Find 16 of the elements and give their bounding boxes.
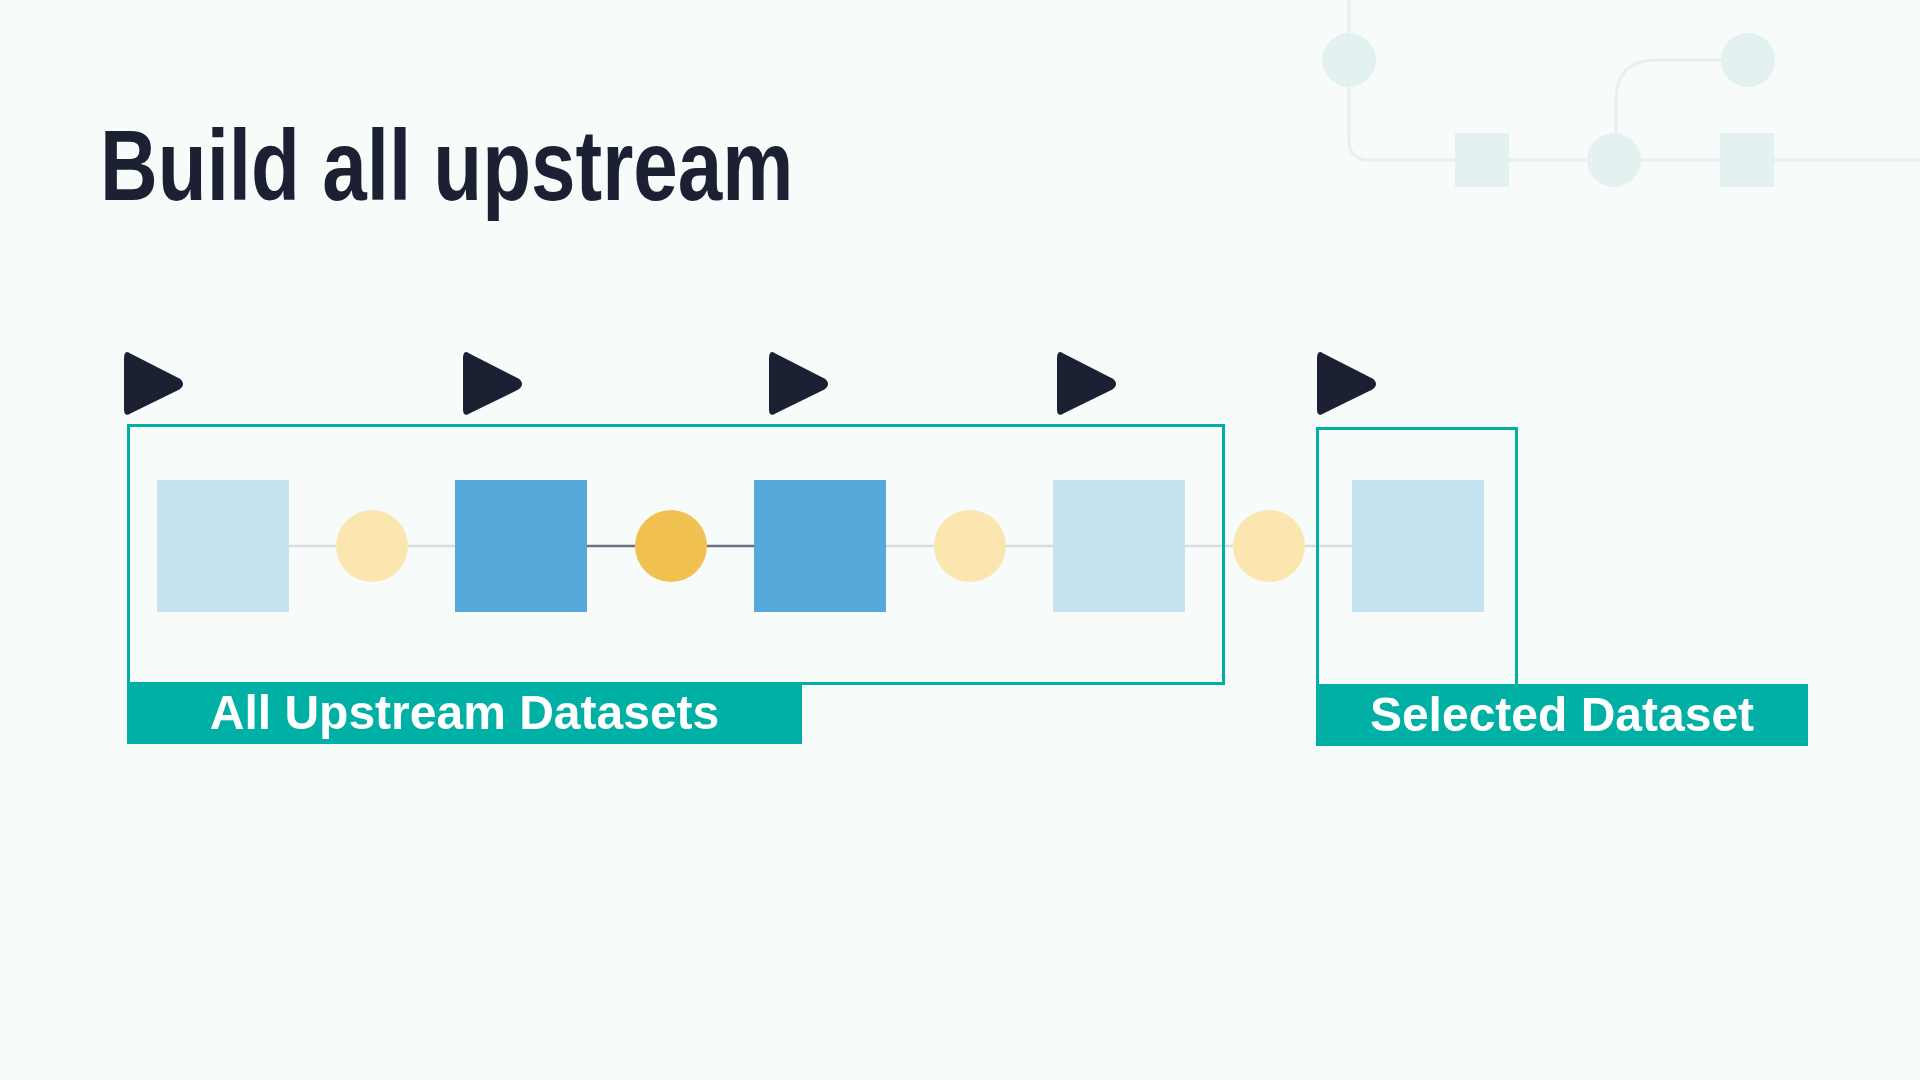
connector-line <box>587 544 635 548</box>
connector-line <box>1185 544 1233 548</box>
connector-line <box>1006 544 1053 548</box>
connector-line <box>289 544 336 548</box>
connector-line <box>408 544 455 548</box>
title: Build all upstream <box>100 108 794 223</box>
dataset-square <box>157 480 289 612</box>
connector-line <box>1305 544 1352 548</box>
connector-line <box>707 544 754 548</box>
dataset-square <box>1053 480 1185 612</box>
group-label: All Upstream Datasets <box>127 682 802 744</box>
dataset-square <box>455 480 587 612</box>
connector-line <box>886 544 934 548</box>
group-label: Selected Dataset <box>1316 684 1808 746</box>
dataset-square <box>1352 480 1484 612</box>
dataset-square <box>754 480 886 612</box>
